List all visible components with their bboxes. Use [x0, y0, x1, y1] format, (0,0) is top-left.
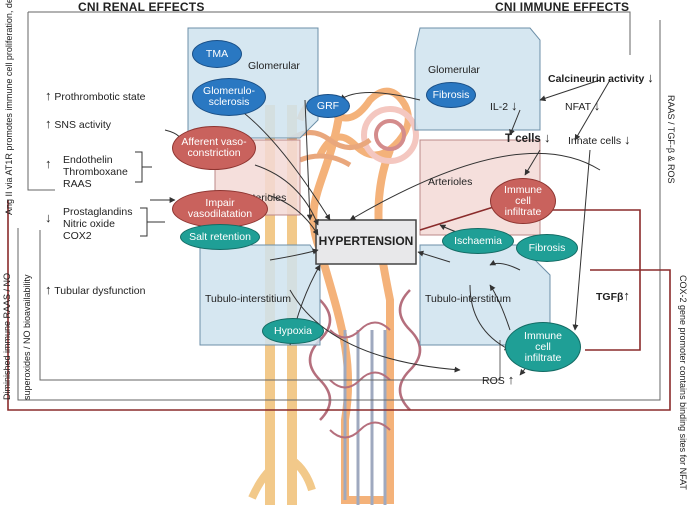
node-impair-vasodilatation: Impair vasodilatation [172, 190, 268, 228]
node-hypoxia: Hypoxia [262, 318, 324, 344]
immune-effects-header: CNI IMMUNE EFFECTS [495, 0, 630, 14]
node-afferent-vasoconstriction: Afferent vaso- constriction [172, 126, 256, 170]
label-il2: IL-2 ↓ [490, 98, 518, 113]
side-text-angii: Ang II via AT1R promotes immune cell pro… [4, 0, 14, 215]
label-endothelin: Endothelin [63, 154, 113, 166]
node-glomerulosclerosis: Glomerulo- sclerosis [192, 78, 266, 116]
label-innate-cells: Innate cells ↓ [568, 132, 631, 147]
label-vasodilators: ↓ Prostaglandins Nitric oxide COX2 [45, 206, 135, 242]
label-raas: RAAS [63, 178, 92, 190]
side-text-superoxides: superoxides / NO bioavailability [22, 274, 32, 400]
node-grf: GRF [306, 94, 350, 118]
bracket-lines [135, 151, 165, 237]
region-glomerular-right: Glomerular [428, 64, 480, 76]
label-sns-activity: ↑ SNS activity [45, 116, 112, 131]
label-cox2: COX2 [63, 230, 92, 242]
region-tubulo-right: Tubulo-interstitium [425, 293, 511, 305]
renal-effects-header: CNI RENAL EFFECTS [78, 0, 205, 14]
node-fibrosis-tubular: Fibrosis [516, 234, 578, 262]
label-tubular-dysfunction: ↑ Tubular dysfunction [45, 282, 146, 297]
node-immune-infiltrate-tubular: Immune cell infiltrate [505, 322, 581, 372]
node-fibrosis-glomerular: Fibrosis [426, 82, 476, 108]
region-arterioles-right: Arterioles [428, 176, 473, 188]
node-salt-retention: Salt retention [180, 224, 260, 250]
label-ros: ROS ↑ [482, 372, 515, 387]
hypertension-label: HYPERTENSION [318, 234, 414, 248]
label-prostaglandins: Prostaglandins [63, 206, 133, 218]
label-vasoconstrictors: ↑ Endothelin Thromboxane RAAS [45, 154, 128, 190]
label-tgfb: TGFβ↑ [596, 288, 630, 303]
node-immune-infiltrate-arterioles: Immune cell infiltrate [490, 178, 556, 224]
label-calcineurin-activity: Calcineurin activity ↓ [548, 70, 654, 85]
red-lines [7, 200, 671, 411]
region-glomerular-left: Glomerular [248, 60, 300, 72]
hypertension-box [315, 219, 417, 265]
side-text-raas-tgf: RAAS / TGF-β & ROS [666, 95, 676, 184]
label-nfat: NFAT ↓ [565, 98, 601, 113]
label-prothrombotic-state: ↑ Prothrombotic state [45, 88, 146, 103]
side-text-cox2-gene: COX-2 gene promoter contains binding sit… [678, 275, 688, 490]
label-nitric-oxide: Nitric oxide [63, 218, 115, 230]
node-ischaemia: Ischaemia [442, 228, 514, 254]
frame-lines [17, 11, 661, 401]
region-tubulo-left: Tubulo-interstitium [205, 293, 291, 305]
node-tma: TMA [192, 40, 242, 68]
label-thromboxane: Thromboxane [63, 166, 128, 178]
side-text-diminished-raas: Diminished immune RAAS / NO [2, 272, 12, 400]
label-t-cells: T cells ↓ [505, 130, 551, 145]
